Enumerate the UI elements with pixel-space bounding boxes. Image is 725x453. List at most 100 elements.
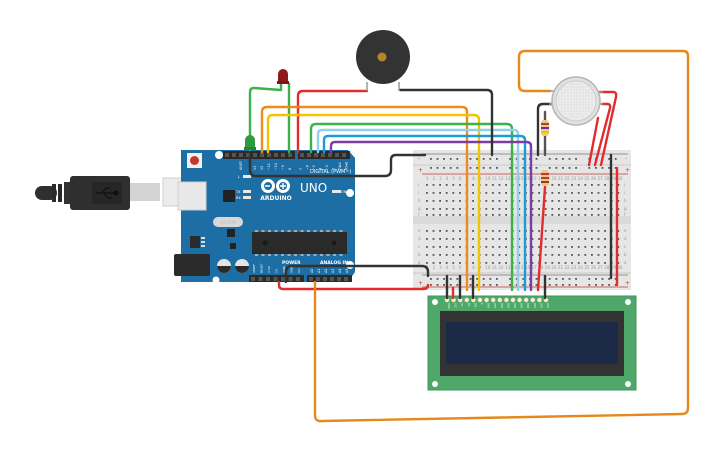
breadboard-hole[interactable] (459, 184, 461, 186)
breadboard-hole[interactable] (584, 238, 587, 240)
header-hole[interactable] (323, 277, 327, 281)
breadboard-hole[interactable] (584, 246, 587, 248)
breadboard-hole[interactable] (452, 200, 455, 202)
breadboard-hole[interactable] (439, 214, 441, 216)
breadboard-hole[interactable] (597, 214, 600, 216)
header-hole[interactable] (307, 153, 311, 157)
header-hole[interactable] (300, 153, 304, 157)
wires[interactable] (248, 49, 690, 423)
breadboard-hole[interactable] (459, 254, 461, 256)
rail-hole[interactable] (562, 158, 564, 160)
header-hole[interactable] (337, 277, 341, 281)
wire-green-led[interactable] (248, 78, 283, 152)
rail-hole[interactable] (568, 284, 571, 286)
breadboard-hole[interactable] (439, 254, 441, 256)
breadboard-hole[interactable] (584, 200, 587, 202)
breadboard-hole[interactable] (492, 246, 494, 248)
breadboard-hole[interactable] (617, 200, 620, 202)
reset-button-cap[interactable] (190, 156, 199, 165)
breadboard-hole[interactable] (558, 192, 560, 194)
breadboard-hole[interactable] (452, 246, 455, 248)
breadboard-hole[interactable] (571, 192, 573, 194)
rail-hole[interactable] (443, 167, 445, 169)
breadboard-hole[interactable] (564, 200, 567, 202)
breadboard-hole[interactable] (518, 230, 521, 232)
lcd-pin[interactable] (510, 297, 516, 303)
breadboard-hole[interactable] (584, 214, 587, 216)
rail-hole[interactable] (601, 278, 604, 280)
breadboard-hole[interactable] (591, 246, 593, 248)
breadboard-hole[interactable] (538, 238, 540, 240)
breadboard-hole[interactable] (505, 208, 507, 210)
breadboard-hole[interactable] (452, 254, 455, 256)
breadboard-hole[interactable] (485, 254, 488, 256)
rail-hole[interactable] (548, 284, 551, 286)
rail-hole[interactable] (568, 158, 571, 160)
wire-green-d5[interactable] (309, 122, 514, 292)
breadboard-hole[interactable] (452, 192, 455, 194)
breadboard-hole[interactable] (617, 184, 620, 186)
breadboard-hole[interactable] (597, 254, 600, 256)
lcd-pin[interactable] (497, 297, 503, 303)
header-hole[interactable] (246, 153, 250, 157)
breadboard-hole[interactable] (544, 214, 547, 216)
breadboard-hole[interactable] (558, 262, 560, 264)
breadboard-hole[interactable] (518, 254, 521, 256)
breadboard-hole[interactable] (432, 214, 435, 216)
breadboard-hole[interactable] (492, 200, 494, 202)
rail-hole[interactable] (614, 158, 617, 160)
breadboard-hole[interactable] (459, 208, 461, 210)
breadboard-hole[interactable] (531, 246, 534, 248)
header-hole[interactable] (251, 277, 255, 281)
header-hole[interactable] (274, 153, 278, 157)
breadboard-hole[interactable] (597, 200, 600, 202)
breadboard-hole[interactable] (432, 208, 435, 210)
breadboard-hole[interactable] (558, 246, 560, 248)
breadboard-hole[interactable] (432, 262, 435, 264)
breadboard-hole[interactable] (538, 184, 540, 186)
breadboard-hole[interactable] (439, 208, 441, 210)
breadboard-hole[interactable] (445, 262, 448, 264)
breadboard-hole[interactable] (505, 238, 507, 240)
breadboard-hole[interactable] (518, 262, 521, 264)
lcd-pin[interactable] (517, 297, 523, 303)
rail-hole[interactable] (608, 284, 610, 286)
breadboard-hole[interactable] (439, 200, 441, 202)
breadboard-hole[interactable] (571, 208, 573, 210)
breadboard-hole[interactable] (577, 246, 580, 248)
breadboard-hole[interactable] (432, 184, 435, 186)
breadboard-hole[interactable] (432, 192, 435, 194)
breadboard-hole[interactable] (604, 230, 606, 232)
led-red[interactable] (277, 69, 289, 84)
breadboard-hole[interactable] (485, 262, 488, 264)
wire-blue-d3[interactable] (322, 134, 527, 292)
breadboard-hole[interactable] (558, 254, 560, 256)
wire-black-gnd[interactable] (248, 153, 427, 178)
rail-hole[interactable] (588, 167, 591, 169)
rail-hole[interactable] (449, 278, 452, 280)
breadboard-hole[interactable] (544, 208, 547, 210)
header-hole[interactable] (335, 153, 339, 157)
rail-hole[interactable] (515, 278, 518, 280)
breadboard-hole[interactable] (426, 208, 428, 210)
breadboard-hole[interactable] (597, 192, 600, 194)
wire-black-sensor[interactable] (536, 102, 554, 157)
breadboard-hole[interactable] (617, 254, 620, 256)
breadboard-hole[interactable] (472, 254, 474, 256)
rail-hole[interactable] (509, 284, 511, 286)
header-hole[interactable] (321, 153, 325, 157)
breadboard-hole[interactable] (472, 192, 474, 194)
breadboard-hole[interactable] (472, 184, 474, 186)
breadboard-hole[interactable] (492, 230, 494, 232)
rail-hole[interactable] (436, 278, 439, 280)
breadboard-hole[interactable] (577, 262, 580, 264)
breadboard-hole[interactable] (472, 238, 474, 240)
breadboard-hole[interactable] (617, 246, 620, 248)
breadboard-hole[interactable] (518, 246, 521, 248)
breadboard-hole[interactable] (558, 200, 560, 202)
breadboard-hole[interactable] (498, 246, 501, 248)
rail-hole[interactable] (522, 278, 525, 280)
rail-hole[interactable] (522, 284, 525, 286)
